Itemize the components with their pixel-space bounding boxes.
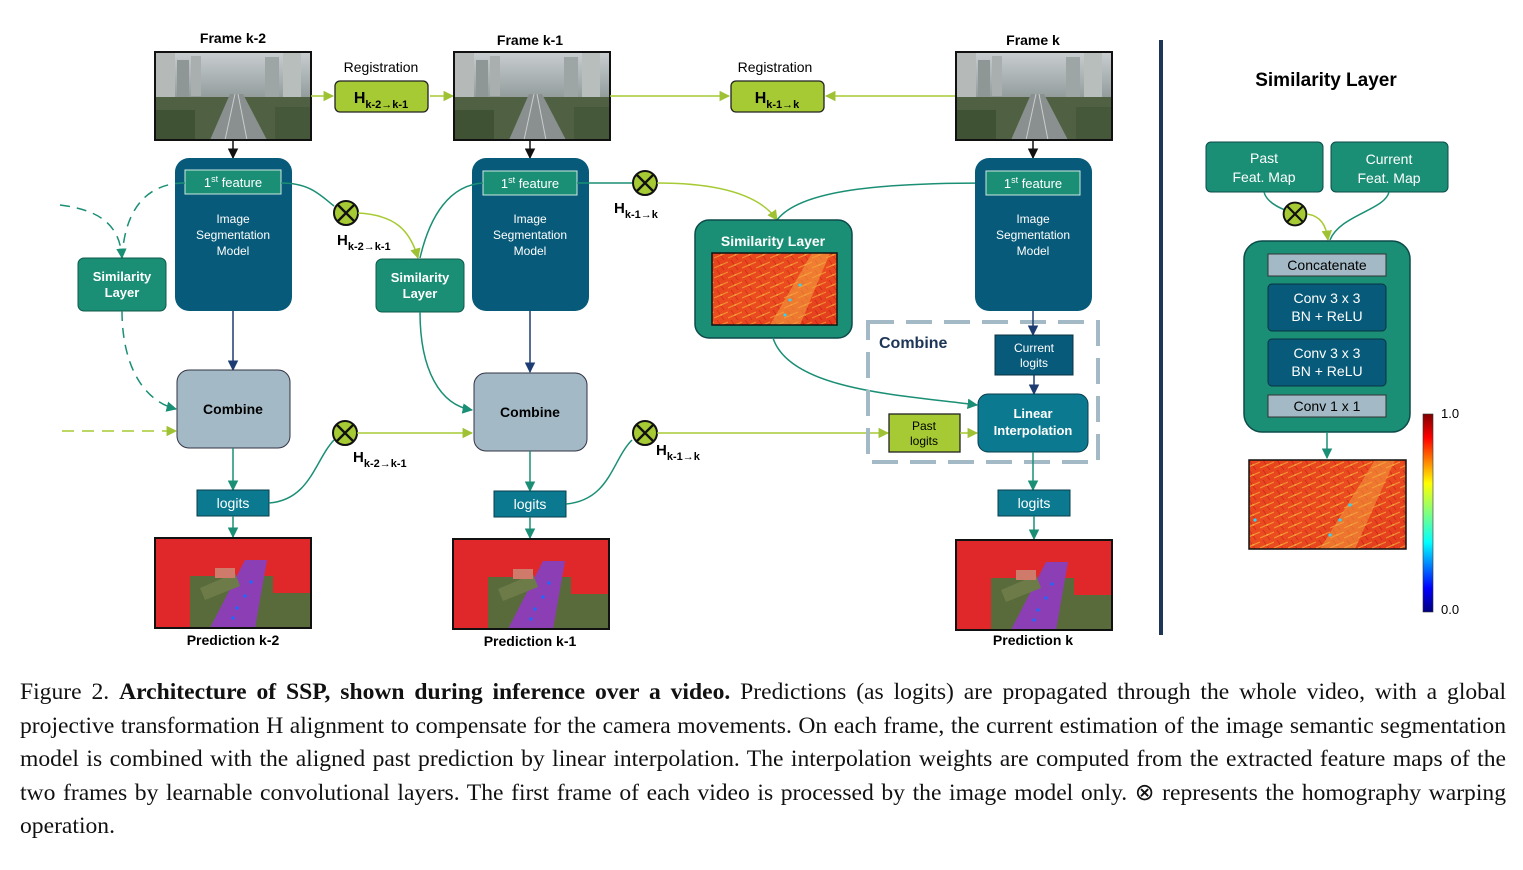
colorbar-min-label: 0.0: [1441, 602, 1459, 617]
warp-operator-icon: [1282, 201, 1308, 227]
similarity-output-map: [1248, 459, 1407, 550]
homography-box: [730, 80, 825, 113]
warp-operator-icon: [331, 419, 359, 447]
homography-label: Hk-1→k: [755, 90, 800, 111]
homography-box: [334, 80, 429, 113]
similarity-layer-title: Similarity Layer: [721, 233, 826, 249]
side-panel-title: Similarity Layer: [1255, 70, 1397, 91]
colorbar: [1422, 413, 1434, 613]
prediction-image: [154, 537, 312, 629]
caption-title: Architecture of SSP, shown during infere…: [119, 679, 731, 705]
first-feature-label: 1st feature: [501, 175, 559, 191]
homography-label: Hk-2→k-1: [354, 90, 408, 111]
conv-1x1-block: [1267, 394, 1387, 418]
warp-operator-icon: [631, 419, 659, 447]
frame-title: Frame k-2: [200, 30, 266, 46]
caption-body: Predictions (as logits) are propagated t…: [20, 679, 1507, 839]
first-feature-label: 1st feature: [204, 174, 262, 190]
concatenate-block: [1267, 253, 1387, 277]
combine-label: Combine: [203, 401, 263, 417]
frame-image: [453, 51, 611, 141]
prediction-image: [452, 538, 610, 630]
conv-1x1-label: Conv 1 x 1: [1294, 398, 1361, 414]
first-feature-box: [985, 170, 1081, 196]
prediction-title: Prediction k-2: [187, 632, 280, 648]
first-feature-label: 1st feature: [1004, 175, 1062, 191]
warp-operator-icon: [631, 169, 659, 197]
segmentation-model-box: [175, 158, 292, 311]
logits-label: logits: [217, 495, 250, 511]
figure-caption: Figure 2. Architecture of SSP, shown dur…: [20, 676, 1506, 844]
past-logits-box: [888, 413, 961, 453]
frame-title: Frame k: [1006, 32, 1060, 48]
prediction-title: Prediction k-1: [484, 633, 577, 649]
warp-operator-icon: [332, 199, 360, 227]
first-feature-box: [184, 169, 282, 195]
first-feature-box: [482, 170, 578, 196]
current-logits-box: [994, 334, 1074, 376]
warp-label: Hk-2→k-1: [353, 449, 407, 470]
frame-image: [154, 51, 312, 141]
current-feature-map-box: [1330, 141, 1449, 193]
warp-label: Hk-1→k: [656, 442, 701, 463]
conv-block-1: [1267, 283, 1387, 332]
combine-group-title: Combine: [879, 335, 948, 352]
frame-title: Frame k-1: [497, 32, 563, 48]
registration-label: Registration: [738, 59, 813, 75]
similarity-map-image: [711, 252, 838, 326]
colorbar-max-label: 1.0: [1441, 406, 1459, 421]
concatenate-label: Concatenate: [1287, 257, 1367, 273]
segmentation-model-box: [975, 158, 1092, 311]
registration-label: Registration: [344, 59, 419, 75]
combine-label: Combine: [500, 404, 560, 420]
frame-image: [955, 51, 1113, 141]
logits-label: logits: [1018, 495, 1051, 511]
segmentation-model-box: [472, 158, 589, 311]
warp-label: Hk-2→k-1: [337, 232, 391, 253]
conv-block-2: [1267, 338, 1387, 387]
warp-label: Hk-1→k: [614, 200, 659, 221]
prediction-title: Prediction k: [993, 632, 1073, 648]
combine-group-frame: [866, 320, 1100, 464]
prediction-image: [955, 539, 1113, 631]
logits-label: logits: [514, 496, 547, 512]
caption-label: Figure 2.: [20, 679, 110, 705]
